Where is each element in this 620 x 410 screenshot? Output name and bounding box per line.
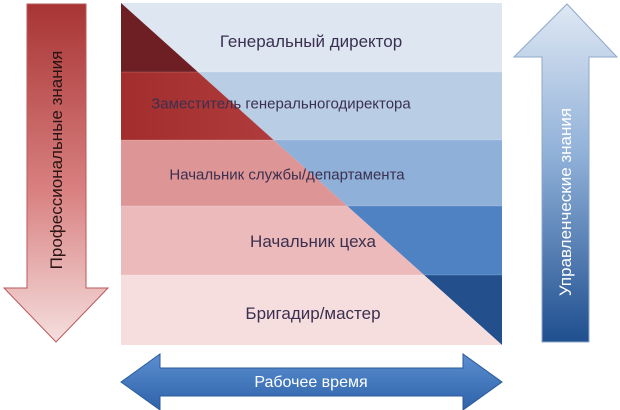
bottom-arrow-label: Рабочее время	[254, 374, 368, 391]
level-label-department-head: Начальник службы/департамента	[169, 166, 405, 184]
bottom-arrow-shape	[120, 353, 503, 410]
right-arrow-shape	[512, 3, 619, 343]
right-arrow-label: Управленческие знания	[556, 107, 575, 297]
left-arrow-shape	[2, 3, 110, 343]
level-label-shop-head: Начальник цеха	[250, 232, 376, 251]
left-arrow-label: Профессиональные знания	[47, 50, 66, 270]
level-label-foreman: Бригадир/мастер	[245, 304, 381, 323]
level-label-ceo: Генеральный директор	[219, 32, 403, 51]
level-label-deputy: Заместитель генеральногодиректора	[151, 95, 411, 113]
